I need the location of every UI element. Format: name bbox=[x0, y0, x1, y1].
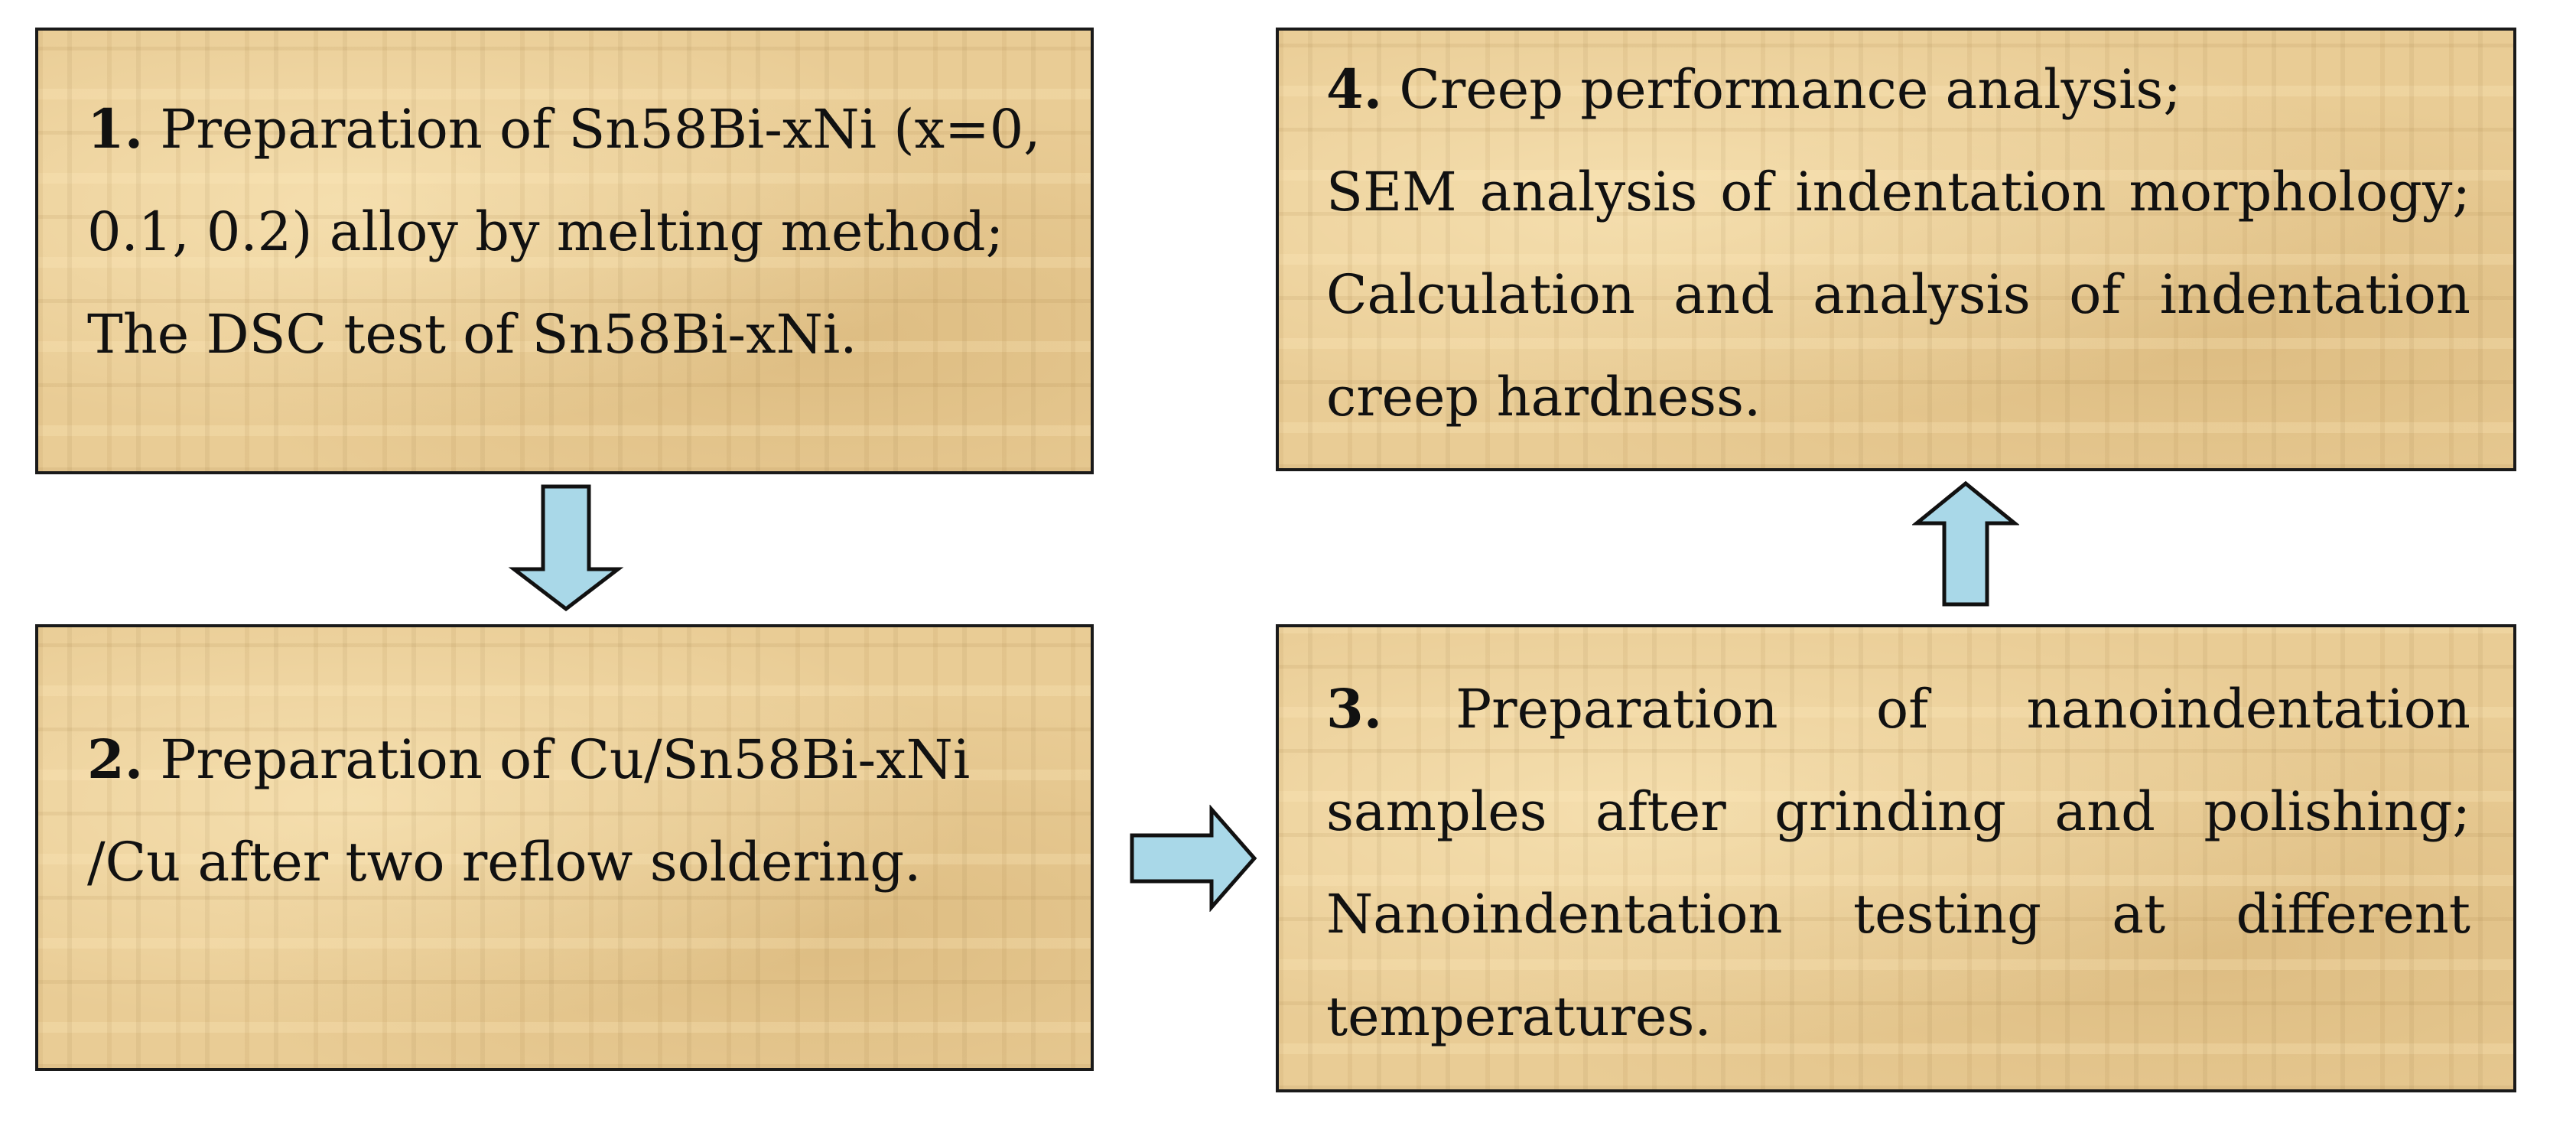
step-3-text: 3. Preparation of nanoindentation samples… bbox=[1326, 658, 2470, 1068]
step-4-number: 4. bbox=[1326, 57, 1383, 121]
down-arrow-icon bbox=[508, 484, 624, 612]
step-1-text: 1. Preparation of Sn58Bi-xNi (x=0, 0.1, … bbox=[87, 78, 1074, 386]
right-arrow-icon bbox=[1130, 805, 1257, 912]
step-2-line-1: 2. Preparation of Cu/Sn58Bi-xNi bbox=[87, 708, 1074, 811]
step-4-line-3: Calculation and analysis of indentation bbox=[1326, 263, 2470, 326]
step-1-line-1: 1. Preparation of Sn58Bi-xNi (x=0, bbox=[87, 78, 1074, 181]
up-arrow-icon bbox=[1912, 480, 2019, 607]
step-1-box: 1. Preparation of Sn58Bi-xNi (x=0, 0.1, … bbox=[35, 28, 1094, 474]
step-2-number: 2. bbox=[87, 728, 144, 791]
step-1-line-1-text: Preparation of Sn58Bi-xNi (x=0, bbox=[143, 98, 1041, 161]
step-4-line-4: creep hardness. bbox=[1326, 366, 1761, 428]
step-1-number: 1. bbox=[87, 97, 144, 161]
step-3-line-4: temperatures. bbox=[1326, 985, 1712, 1048]
step-2-box: 2. Preparation of Cu/Sn58Bi-xNi /Cu afte… bbox=[35, 624, 1094, 1071]
step-3-box: 3. Preparation of nanoindentation samples… bbox=[1276, 624, 2516, 1092]
step-4-box: 4. Creep performance analysis; SEM analy… bbox=[1276, 28, 2516, 471]
step-4-line-1-text: Creep performance analysis; bbox=[1382, 58, 2181, 121]
step-1-line-3: The DSC test of Sn58Bi-xNi. bbox=[87, 303, 857, 366]
step-2-line-1-text: Preparation of Cu/Sn58Bi-xNi bbox=[143, 728, 971, 791]
step-2-line-2: /Cu after two reflow soldering. bbox=[87, 831, 922, 894]
step-4-line-2: SEM analysis of indentation morphology; bbox=[1326, 161, 2470, 223]
step-3-line-1: 3. Preparation of nanoindentation bbox=[1326, 658, 2470, 760]
step-3-line-2: samples after grinding and polishing; bbox=[1326, 780, 2470, 843]
step-4-line-1: 4. Creep performance analysis; bbox=[1326, 38, 2470, 141]
step-2-text: 2. Preparation of Cu/Sn58Bi-xNi /Cu afte… bbox=[87, 708, 1074, 913]
step-4-text: 4. Creep performance analysis; SEM analy… bbox=[1326, 38, 2470, 461]
step-1-line-2: 0.1, 0.2) alloy by melting method; bbox=[87, 200, 1004, 263]
step-3-line-1-text: Preparation of nanoindentation bbox=[1456, 678, 2470, 741]
step-3-line-3: Nanoindentation testing at different bbox=[1326, 883, 2470, 946]
step-3-number: 3. bbox=[1326, 677, 1383, 741]
